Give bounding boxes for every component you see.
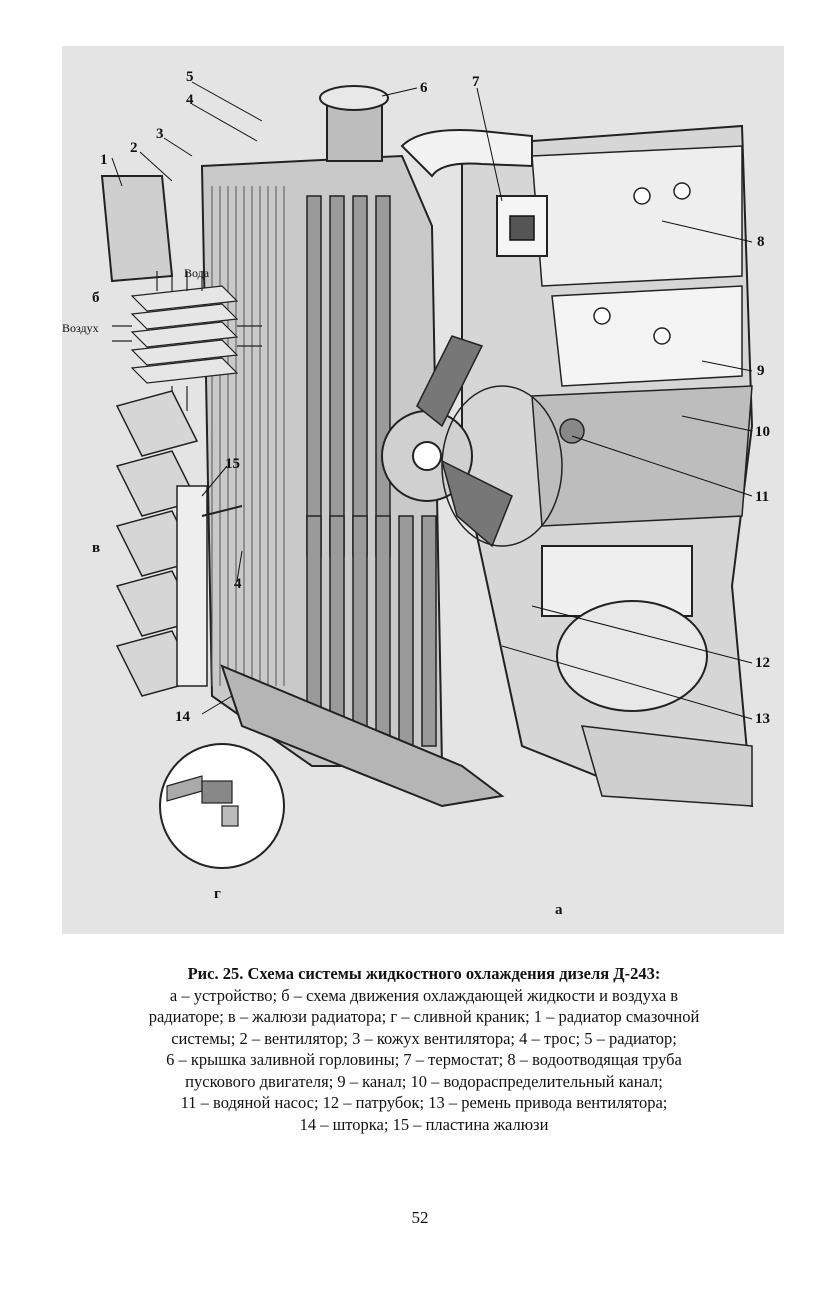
page-number: 52: [411, 1208, 429, 1227]
thermostat: [496, 195, 548, 257]
caption-line: радиаторе; в – жалюзи радиатора; г – сли…: [148, 1007, 700, 1026]
callout-5: 5: [186, 69, 194, 85]
upper-pipe: [400, 129, 533, 178]
caption-line: системы; 2 – вентилятор; 3 – кожух венти…: [171, 1028, 677, 1048]
caption-line: пускового двигателя; 9 – канал; 10 – вод…: [185, 1071, 663, 1091]
callout-12: 12: [755, 655, 770, 671]
caption-line: 6 – крышка заливной горловины; 7 – термо…: [166, 1050, 682, 1069]
callout-15: 15: [225, 456, 240, 472]
panel-letter-g: г: [214, 886, 221, 902]
callout-1: 1: [100, 152, 108, 168]
inset-v-louvres: в: [92, 390, 243, 697]
callout-9: 9: [757, 363, 765, 379]
engine-block: [461, 124, 754, 808]
panel-letter-b: б: [92, 290, 100, 306]
callout-13: 13: [755, 711, 770, 727]
callout-10: 10: [755, 424, 770, 440]
figure-illustration: Вода Воздух б в г: [62, 46, 784, 934]
callout-2: 2: [130, 140, 138, 156]
callout-14: 14: [175, 709, 191, 725]
callout-6: 6: [420, 80, 428, 96]
callout-8: 8: [757, 234, 765, 250]
caption-title: Рис. 25. Схема системы жидкостного охлаж…: [187, 964, 661, 983]
callout-7: 7: [472, 74, 480, 90]
fan: [381, 335, 563, 548]
panel-letter-a: а: [555, 902, 563, 918]
callout-4-louvre: 4: [234, 576, 242, 592]
panel-letter-v: в: [92, 540, 100, 556]
inset-g-drain-cock: г: [159, 743, 285, 902]
callout-11: 11: [755, 489, 769, 505]
caption-line: 14 – шторка; 15 – пластина жалюзи: [299, 1114, 549, 1134]
cooling-system-drawing: Вода Воздух б в г: [62, 69, 770, 918]
callout-3: 3: [156, 126, 164, 142]
caption-line: а – устройство; б – схема движения охлаж…: [169, 985, 679, 1005]
callout-4: 4: [186, 92, 194, 108]
lower-tank: [220, 664, 505, 808]
label-water: Вода: [184, 266, 210, 280]
caption-line: 11 – водяной насос; 12 – патрубок; 13 – …: [180, 1093, 668, 1112]
figure-caption: Рис. 25. Схема системы жидкостного охлаж…: [60, 963, 788, 1135]
leader-lines: [111, 81, 753, 720]
oil-cooler: [100, 175, 174, 283]
filler-cap: [319, 85, 389, 162]
label-air: Воздух: [62, 321, 99, 335]
